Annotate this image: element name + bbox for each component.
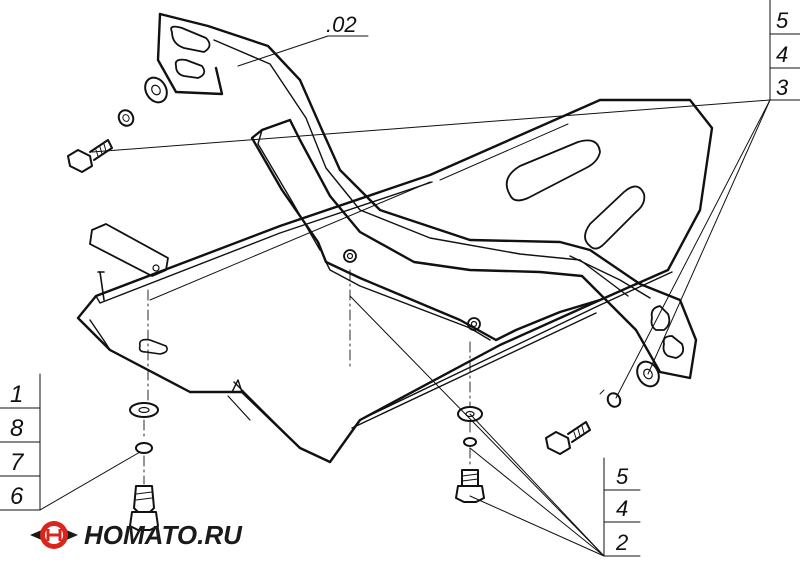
callout-left-item: 6 [10,483,24,510]
callout-bottom-right-item: 5 [616,464,629,489]
washer-bottom-left [129,402,159,418]
assembly-axes [143,269,605,485]
callout-bottom-right: 5 4 2 [615,464,629,555]
callout-left-item: 1 [10,381,23,408]
washer-right [636,360,660,388]
nut-top-left [117,109,135,127]
part-label-02: .02 [326,12,357,37]
washer-bottom-centre [457,406,483,422]
nut-right [606,392,622,408]
cross-member-bracket [156,12,698,380]
skid-plate [76,98,714,464]
callout-bottom-right-item: 2 [615,530,628,555]
callout-frame-top-right [769,0,800,101]
callout-bottom-right-item: 4 [616,496,628,521]
callout-frame-left [0,373,41,511]
callout-top-right-item: 5 [776,8,789,33]
bolt-right [545,421,591,455]
wheel-logo-icon [30,521,78,549]
callout-top-right: 5 4 3 [776,8,789,100]
bolt-bottom-centre [455,469,485,503]
nut-bottom-centre [463,437,477,447]
nut-bottom-left [135,442,153,454]
washer-top-left [144,76,168,104]
bolt-bottom-left [129,485,159,531]
callout-top-right-item: 4 [776,42,788,67]
callout-top-right-item: 3 [776,75,789,100]
callout-frame-bottom-right [603,457,641,557]
leader-lines [39,35,771,557]
bolt-top-left [67,139,113,173]
spacer-plate [89,223,169,277]
callout-left-item: 8 [10,415,24,442]
homato-logo: HOMATO.RU [28,517,242,553]
callout-left: 1 8 7 6 [10,381,25,510]
callout-left-item: 7 [10,449,25,476]
logo-text: HOMATO.RU [84,519,242,550]
